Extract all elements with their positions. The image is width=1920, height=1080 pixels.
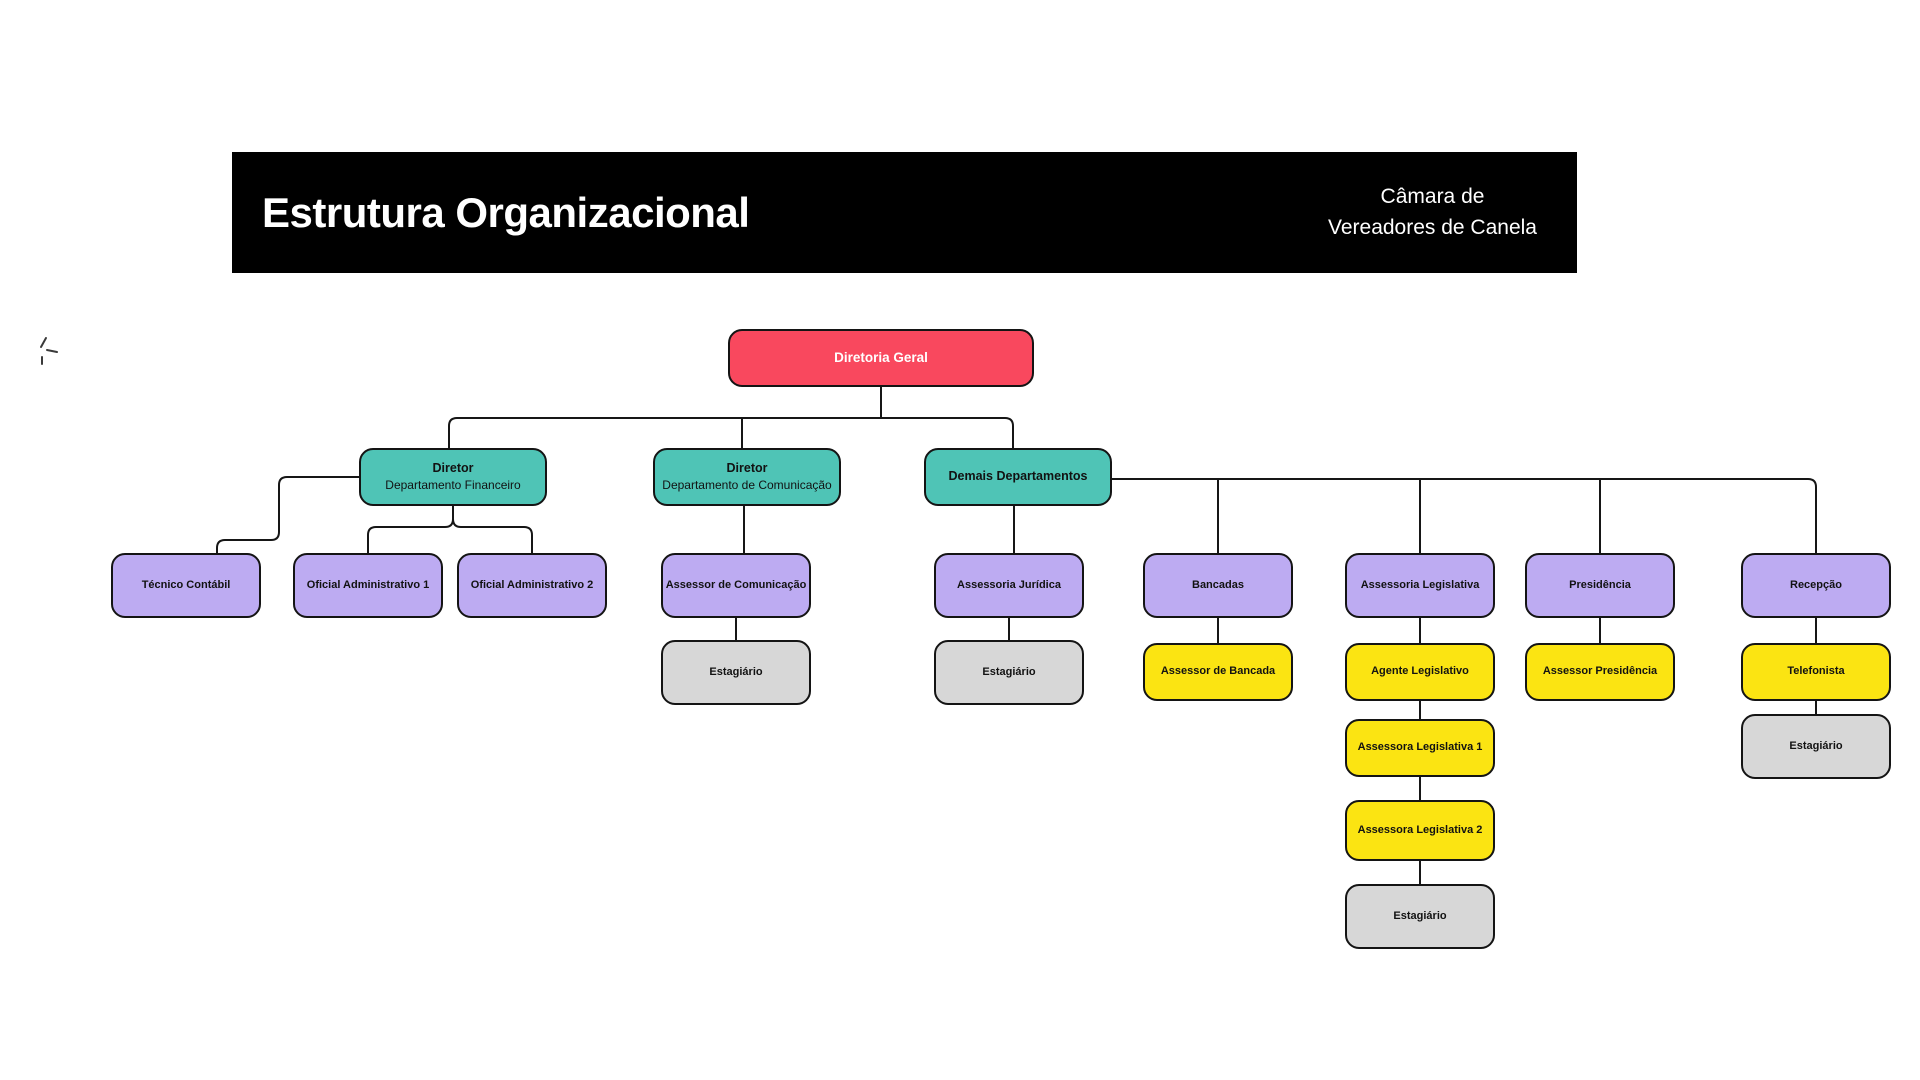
node-label: Técnico Contábil — [141, 578, 231, 591]
node-sublabel: Departamento de Comunicação — [662, 478, 832, 493]
node-label: Diretoria Geral — [834, 349, 928, 365]
org-node-bancadas: Bancadas — [1143, 553, 1293, 618]
org-node-diretor-financeiro: Diretor Departamento Financeiro — [359, 448, 547, 506]
node-label: Presidência — [1569, 578, 1631, 591]
node-label: Assessor de Comunicação — [665, 578, 807, 591]
org-node-demais-departamentos: Demais Departamentos — [924, 448, 1112, 506]
org-node-recepcao: Recepção — [1741, 553, 1891, 618]
node-label: Telefonista — [1787, 665, 1845, 678]
org-node-assessora-legislativa-2: Assessora Legislativa 2 — [1345, 800, 1495, 861]
org-node-diretoria-geral: Diretoria Geral — [728, 329, 1034, 387]
node-label: Assessoria Jurídica — [957, 578, 1061, 591]
node-label: Estagiário — [1789, 739, 1843, 752]
org-node-telefonista: Telefonista — [1741, 643, 1891, 701]
org-node-estagiario-juridica: Estagiário — [934, 640, 1084, 705]
org-node-assessoria-legislativa: Assessoria Legislativa — [1345, 553, 1495, 618]
org-name-line1: Câmara de — [1380, 185, 1485, 209]
node-label: Estagiário — [1393, 909, 1447, 922]
org-node-assessor-bancada: Assessor de Bancada — [1143, 643, 1293, 701]
org-node-assessoria-juridica: Assessoria Jurídica — [934, 553, 1084, 618]
page-title: Estrutura Organizacional — [262, 188, 750, 236]
sparkle-doodle-icon — [40, 337, 58, 365]
org-node-oficial-administrativo-2: Oficial Administrativo 2 — [457, 553, 607, 618]
node-label: Assessor Presidência — [1542, 665, 1658, 678]
org-name-line2: Vereadores de Canela — [1328, 215, 1537, 239]
org-node-assessor-comunicacao: Assessor de Comunicação — [661, 553, 811, 618]
node-sublabel: Departamento Financeiro — [385, 478, 521, 493]
header-banner: Estrutura Organizacional Câmara de Verea… — [232, 152, 1577, 273]
org-node-estagiario-comunicacao: Estagiário — [661, 640, 811, 705]
node-label: Bancadas — [1192, 578, 1244, 591]
node-label: Agente Legislativo — [1371, 665, 1469, 678]
node-label: Demais Departamentos — [948, 469, 1088, 484]
node-label: Diretor — [432, 460, 474, 475]
org-node-agente-legislativo: Agente Legislativo — [1345, 643, 1495, 701]
node-label: Diretor — [726, 460, 768, 475]
org-node-estagiario-legislativa: Estagiário — [1345, 884, 1495, 949]
node-label: Oficial Administrativo 1 — [306, 578, 430, 591]
node-label: Estagiário — [982, 665, 1036, 678]
node-label: Estagiário — [709, 665, 763, 678]
node-label: Recepção — [1790, 578, 1842, 591]
node-label: Assessora Legislativa 1 — [1357, 741, 1483, 754]
node-label: Assessoria Legislativa — [1360, 578, 1480, 591]
org-node-estagiario-recepcao: Estagiário — [1741, 714, 1891, 779]
org-node-presidencia: Presidência — [1525, 553, 1675, 618]
node-label: Assessora Legislativa 2 — [1357, 823, 1483, 836]
node-label: Oficial Administrativo 2 — [470, 578, 594, 591]
org-name: Câmara de Vereadores de Canela — [1328, 182, 1537, 243]
org-node-assessora-legislativa-1: Assessora Legislativa 1 — [1345, 719, 1495, 777]
org-node-tecnico-contabil: Técnico Contábil — [111, 553, 261, 618]
org-node-assessor-presidencia: Assessor Presidência — [1525, 643, 1675, 701]
org-node-oficial-administrativo-1: Oficial Administrativo 1 — [293, 553, 443, 618]
org-node-diretor-comunicacao: Diretor Departamento de Comunicação — [653, 448, 841, 506]
node-label: Assessor de Bancada — [1160, 665, 1276, 678]
